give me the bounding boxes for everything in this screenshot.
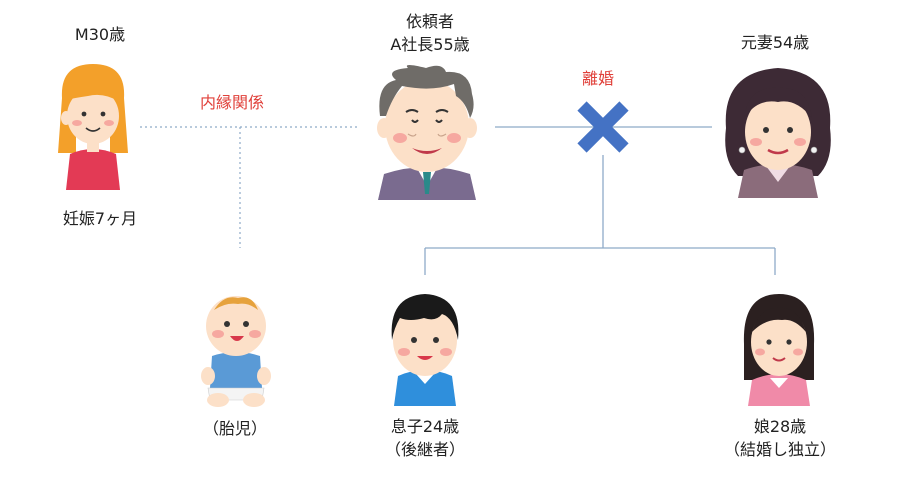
son-name: 息子24歳	[390, 417, 460, 436]
m-note: 妊娠7ヶ月	[62, 209, 138, 228]
common-law-label: 内縁関係	[200, 93, 265, 112]
fetus-name: （胎児）	[202, 419, 267, 438]
exwife-name: 元妻54歳	[740, 33, 810, 52]
client-man-icon	[377, 65, 477, 200]
exwife-woman-icon	[725, 68, 831, 198]
daughter-note: （結婚し独立）	[723, 440, 836, 459]
divorce-cross-icon	[577, 101, 629, 153]
m-name: M30歳	[74, 25, 126, 44]
woman-m-icon	[58, 64, 128, 190]
divorce-label: 離婚	[582, 69, 615, 88]
son-note: （後継者）	[384, 440, 465, 459]
baby-fetus-icon	[201, 296, 271, 407]
client-name: A社長55歳	[390, 35, 470, 54]
daughter-name: 娘28歳	[753, 417, 807, 436]
daughter-girl-icon	[743, 294, 815, 406]
son-boy-icon	[391, 294, 459, 406]
client-role: 依頼者	[405, 12, 454, 31]
